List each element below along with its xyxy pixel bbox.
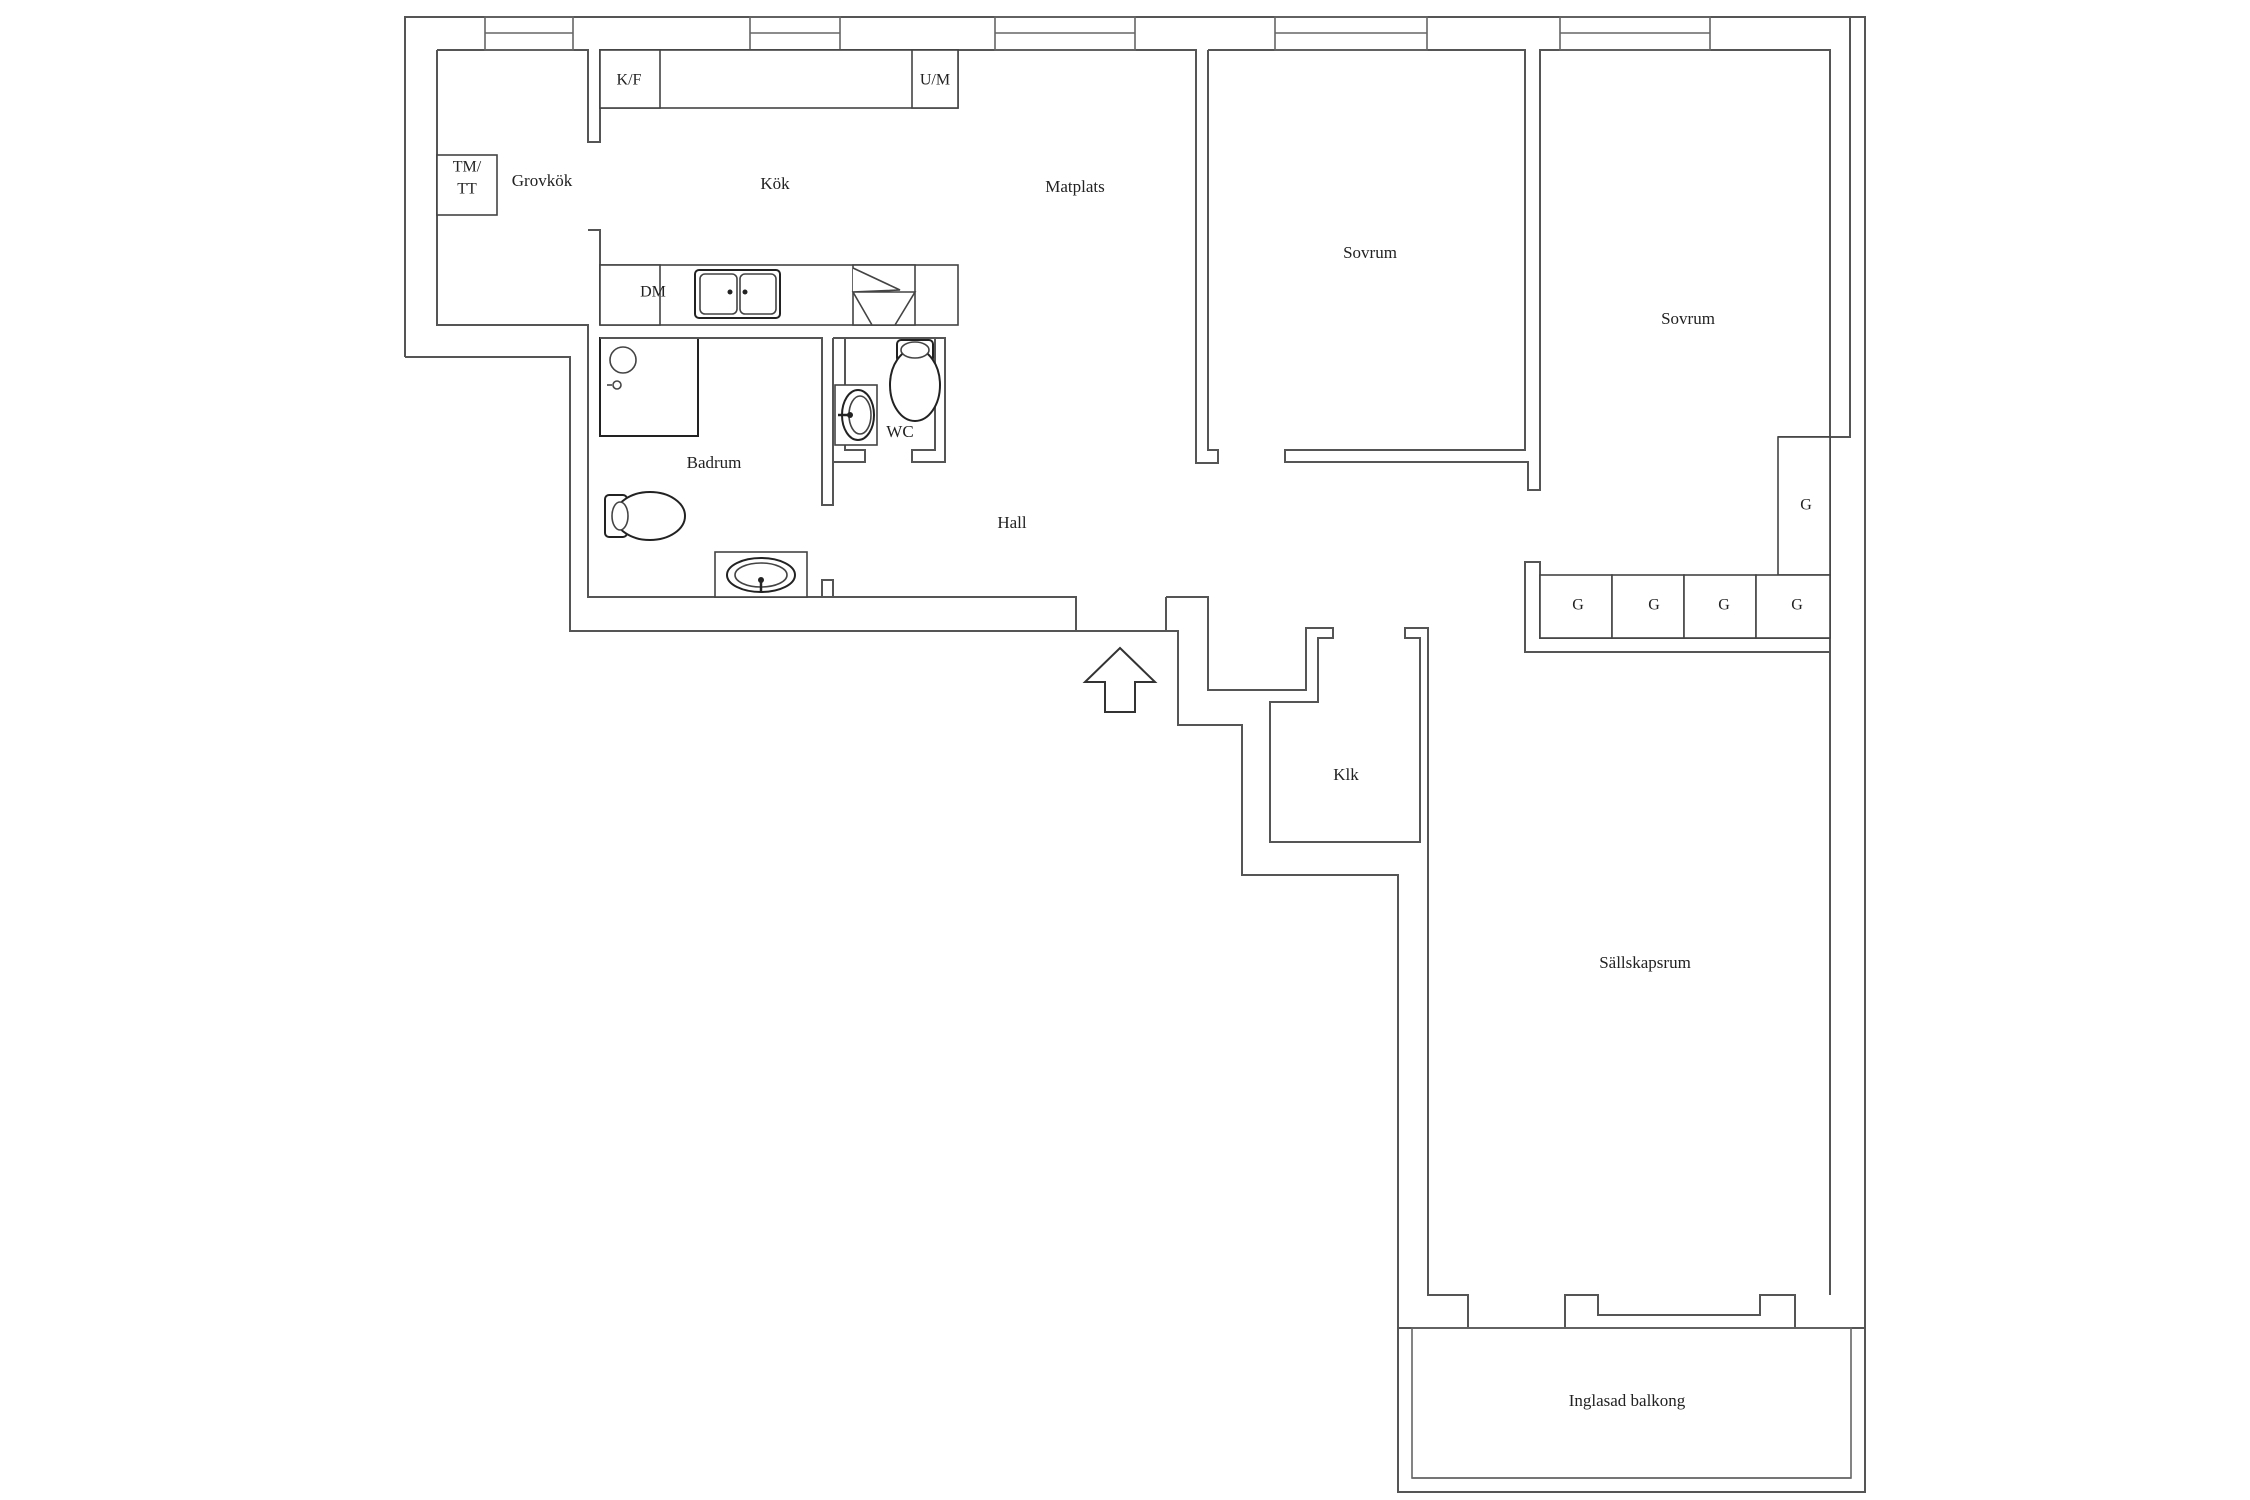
wardrobe-3 (1683, 574, 1757, 639)
room-label-sovrum-2: Sovrum (1661, 309, 1715, 328)
shower-icon (599, 337, 699, 437)
wardrobe-4 (1755, 574, 1831, 639)
room-label-klk: Klk (1333, 765, 1359, 784)
stove-oven (911, 49, 959, 109)
room-label-grovkok: Grovkök (512, 171, 573, 190)
room-labels: Grovkök Kök Matplats Sovrum Sovrum Badru… (512, 171, 1715, 1410)
bath-toilet-icon (604, 491, 686, 541)
inner-wall-top-kitchen (437, 49, 1219, 464)
fixture-label-tt: TT (457, 181, 477, 198)
bathroom-lower-wall (821, 579, 834, 597)
fixture-label-kf: K/F (617, 72, 642, 89)
wc-fixtures (834, 339, 941, 446)
bathroom-fixtures (599, 337, 946, 598)
room-label-sallskapsrum: Sällskapsrum (1599, 953, 1691, 972)
room-label-balkong: Inglasad balkong (1569, 1391, 1686, 1410)
wardrobe-1 (1539, 574, 1613, 639)
outer-wall-outline (404, 16, 1866, 1493)
fixture-label-tm: TM/ (453, 159, 482, 176)
wardrobes (1539, 436, 1831, 639)
kitchen-sink-icon (694, 269, 781, 319)
room-label-matplats: Matplats (1045, 177, 1105, 196)
room-label-sovrum-1: Sovrum (1343, 243, 1397, 262)
washer-dryer (436, 154, 498, 216)
dishwasher (599, 264, 661, 326)
bathroom-walls (600, 337, 834, 506)
entrance-notch (1165, 597, 1178, 632)
hall-vestibule (1166, 596, 1796, 1329)
room-label-badrum: Badrum (687, 453, 742, 472)
grovkok-divider (588, 229, 601, 325)
bedroom1-walls (1208, 17, 1851, 491)
bath-sink-icon (714, 551, 808, 598)
wc-walls (833, 337, 946, 463)
fixture-label-wardrobe-4: G (1791, 597, 1803, 614)
corner-cabinet-icon (851, 264, 917, 326)
room-label-kok: Kök (760, 174, 790, 193)
wc-toilet-icon (889, 339, 941, 422)
wardrobe-2 (1611, 574, 1685, 639)
fixture-label-wardrobe-tall: G (1800, 497, 1812, 514)
fixture-label-um: U/M (920, 72, 950, 89)
wardrobe-tall (1777, 436, 1831, 576)
inner-wall-outline-left (436, 50, 1077, 631)
wc-sink-icon (834, 384, 878, 446)
windows (484, 16, 1711, 51)
fixture-label-wardrobe-1: G (1572, 597, 1584, 614)
fridge-freezer (599, 49, 661, 109)
fixture-labels: TM/ TT K/F U/M DM G G G G G (453, 72, 1812, 614)
balcony-outline (1397, 1327, 1866, 1493)
fixture-label-wardrobe-3: G (1718, 597, 1730, 614)
room-label-hall: Hall (997, 513, 1027, 532)
entrance-arrow-icon (1082, 646, 1158, 713)
outer-walls (404, 16, 1866, 1493)
fixture-label-wardrobe-2: G (1648, 597, 1660, 614)
kitchen-fixtures (436, 49, 959, 326)
fixture-label-dm: DM (640, 284, 666, 301)
room-label-wc: WC (886, 422, 913, 441)
